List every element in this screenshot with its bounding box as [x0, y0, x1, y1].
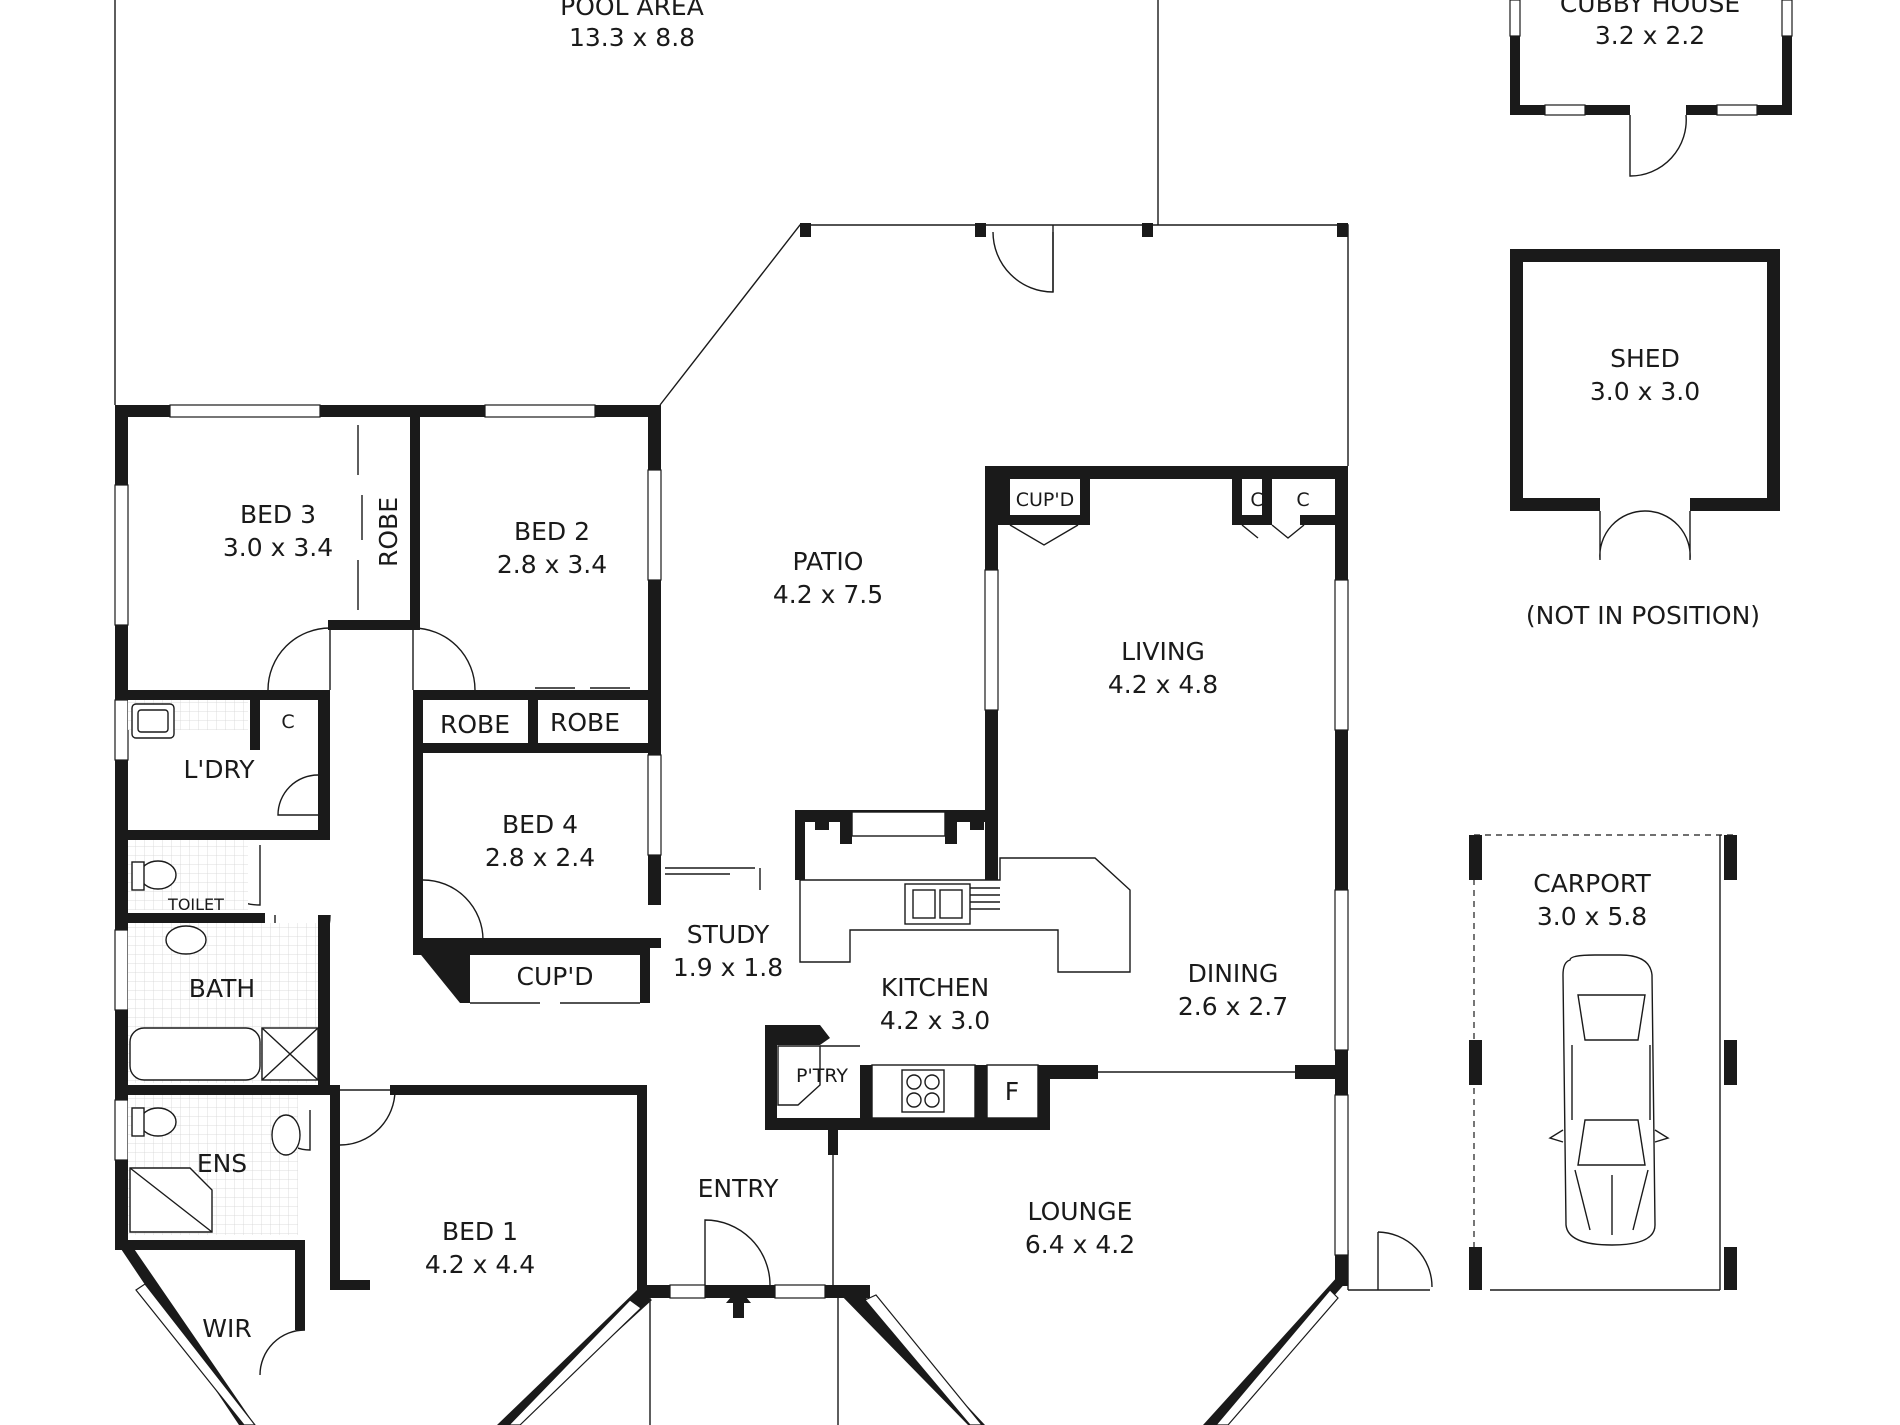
- lounge-name: LOUNGE: [1028, 1197, 1133, 1226]
- interior-walls-bedroom-wing: [115, 405, 661, 1376]
- shed-name: SHED: [1610, 344, 1680, 373]
- patio-name: PATIO: [793, 547, 864, 576]
- ens-label: ENS: [197, 1149, 247, 1178]
- ptry-label: P'TRY: [796, 1065, 848, 1087]
- not-in-position-note: (NOT IN POSITION): [1526, 601, 1760, 630]
- ldry-label: L'DRY: [183, 755, 255, 784]
- robe-label: ROBE: [374, 497, 403, 567]
- study-name: STUDY: [687, 920, 770, 949]
- carport-name: CARPORT: [1533, 869, 1651, 898]
- patio-size: 4.2 x 7.5: [773, 580, 883, 609]
- living-name: LIVING: [1121, 637, 1205, 666]
- dining-size: 2.6 x 2.7: [1178, 992, 1288, 1021]
- pool-area-name: POOL AREA: [560, 0, 704, 21]
- bed3-size: 3.0 x 3.4: [223, 533, 333, 562]
- bath-label: BATH: [189, 974, 255, 1003]
- kitchen-size: 4.2 x 3.0: [880, 1006, 990, 1035]
- bed1-name: BED 1: [442, 1217, 518, 1246]
- cubby-house-size: 3.2 x 2.2: [1595, 21, 1705, 50]
- bed3-name: BED 3: [240, 500, 316, 529]
- pool-area-boundary: [114, 0, 1349, 466]
- robe-2a-label: ROBE: [440, 710, 510, 739]
- patio-door: [800, 223, 1348, 293]
- c-ldry-label: C: [281, 711, 294, 733]
- bed2-size: 2.8 x 3.4: [497, 550, 607, 579]
- entry-arrow-icon: [726, 1288, 751, 1318]
- bed1-size: 4.2 x 4.4: [425, 1250, 535, 1279]
- cubby-house: [1509, 0, 1793, 177]
- shed: [1510, 249, 1780, 561]
- c2-label: C: [1296, 489, 1309, 511]
- room-labels: POOL AREA 13.3 x 8.8 CUBBY HOUSE 3.2 x 2…: [167, 0, 1760, 1343]
- cupd-bed-label: CUP'D: [517, 962, 594, 991]
- toilet-label: TOILET: [167, 895, 224, 914]
- kitchen-walls: [665, 479, 1348, 1285]
- robe-2b-label: ROBE: [550, 708, 620, 737]
- wir-label: WIR: [202, 1314, 251, 1343]
- wet-areas: [128, 700, 319, 1235]
- shed-size: 3.0 x 3.0: [1590, 377, 1700, 406]
- pool-area-size: 13.3 x 8.8: [569, 23, 695, 52]
- dining-name: DINING: [1188, 959, 1279, 988]
- windows: [114, 404, 1349, 1425]
- cubby-house-name: CUBBY HOUSE: [1560, 0, 1740, 18]
- kitchen-name: KITCHEN: [881, 973, 989, 1002]
- c1-label: C: [1250, 489, 1263, 511]
- bed2-name: BED 2: [514, 517, 590, 546]
- bed4-name: BED 4: [502, 810, 578, 839]
- bed4-size: 2.8 x 2.4: [485, 843, 595, 872]
- side-door: [1347, 1231, 1433, 1291]
- carport: [1469, 834, 1737, 1291]
- car-icon: [1548, 954, 1670, 1246]
- lounge-size: 6.4 x 4.2: [1025, 1230, 1135, 1259]
- entry: [649, 1219, 839, 1425]
- entry-label: ENTRY: [698, 1174, 780, 1203]
- study-size: 1.9 x 1.8: [673, 953, 783, 982]
- living-size: 4.2 x 4.8: [1108, 670, 1218, 699]
- carport-size: 3.0 x 5.8: [1537, 902, 1647, 931]
- cupd-living-label: CUP'D: [1016, 489, 1074, 511]
- fridge-label: F: [1005, 1077, 1019, 1106]
